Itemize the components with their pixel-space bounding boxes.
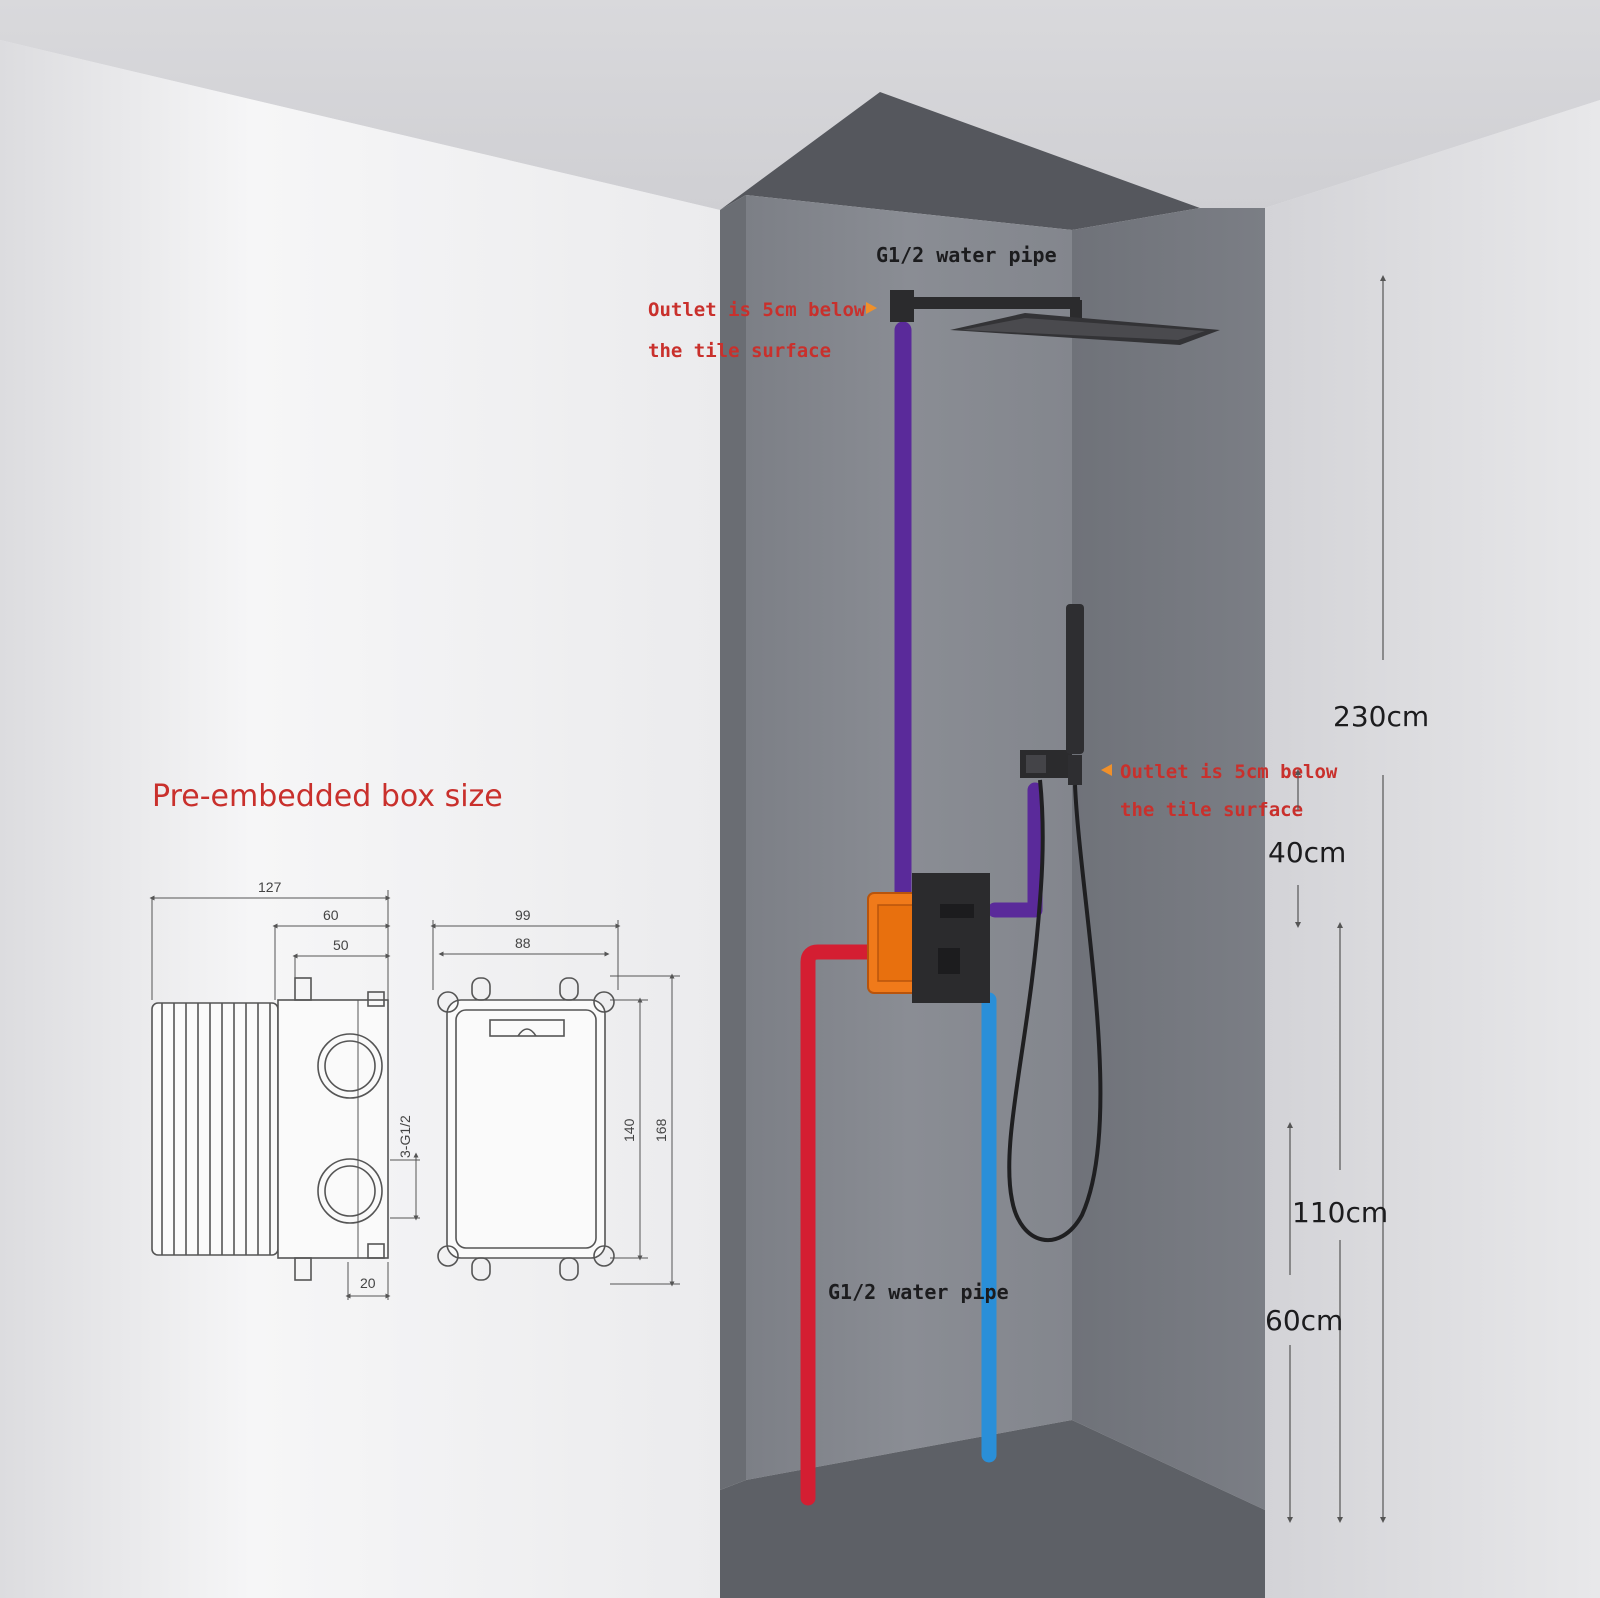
height-top-gap-label: 40cm	[1268, 836, 1346, 869]
valve-handle-bottom	[938, 948, 960, 974]
shower-arm-drop	[1070, 300, 1082, 322]
alcove-ceiling	[720, 92, 1200, 230]
annotations: G1/2 water pipe Outlet is 5cm below the …	[648, 243, 1338, 1304]
valve-trim-plate	[912, 873, 990, 1003]
left-wall	[0, 40, 720, 1598]
box-side-view	[149, 890, 420, 1300]
outlet-side-line1: Outlet is 5cm below	[1120, 761, 1338, 783]
port-top	[317, 1033, 383, 1099]
ceiling	[0, 0, 1600, 210]
right-wall	[1265, 100, 1600, 1598]
shower-arm	[910, 297, 1080, 309]
rain-shower-face	[962, 318, 1205, 340]
hot-water-pipe	[800, 944, 888, 1506]
height-mixer-label: 110cm	[1292, 1196, 1388, 1229]
height-total-label: 230cm	[1333, 700, 1429, 733]
alcove-left-return	[720, 195, 746, 1490]
top-pipe-label: G1/2 water pipe	[876, 243, 1057, 267]
shower-hose	[1007, 779, 1103, 1243]
bottom-pipe-label: G1/2 water pipe	[828, 1280, 1009, 1304]
height-base-label: 60cm	[1265, 1304, 1343, 1337]
front-slot	[489, 1019, 565, 1037]
height-labels: 230cm 40cm 110cm 60cm	[1265, 700, 1429, 1337]
front-outer	[446, 999, 606, 1259]
front-inner	[455, 1009, 597, 1249]
outlet-top-line2: the tile surface	[648, 340, 831, 362]
pipes	[800, 321, 1043, 1506]
dim-side-depth-a: 60	[323, 907, 339, 923]
box-side-dimension-labels: 127 60 50 20 3-G1/2	[258, 879, 413, 1291]
ribbed-section	[151, 1002, 279, 1256]
mixer-valve	[867, 873, 990, 1003]
outlet-side-line2: the tile surface	[1120, 799, 1303, 821]
dim-side-depth-b: 50	[333, 937, 349, 953]
alcove-side-wall	[1072, 208, 1265, 1510]
dim-side-bottom: 20	[360, 1275, 376, 1291]
outlet-side-arrow-icon	[1101, 764, 1112, 776]
dim-front-inner-height: 140	[621, 1118, 637, 1142]
dim-front-height: 168	[653, 1118, 669, 1142]
box-front-view	[430, 920, 680, 1287]
floor	[720, 1420, 1265, 1598]
hand-shower-head	[1066, 604, 1084, 754]
valve-handle-top	[940, 904, 974, 918]
outlet-top-arrow-icon	[866, 302, 877, 314]
rain-shower	[890, 290, 1220, 345]
side-body	[277, 999, 389, 1259]
dim-side-width: 127	[258, 879, 282, 895]
dim-port-thread: 3-G1/2	[397, 1115, 413, 1158]
hand-shower-grip	[1068, 755, 1082, 785]
hand-shower-holder-face	[1026, 755, 1046, 773]
box-size-title: Pre-embedded box size	[152, 779, 503, 814]
outlet-top-line1: Outlet is 5cm below	[648, 299, 866, 321]
box-front-dimension-labels: 99 88 140 168	[515, 907, 669, 1142]
handshower-supply-pipe	[987, 782, 1043, 918]
port-bottom	[317, 1158, 383, 1224]
dim-front-width: 99	[515, 907, 531, 923]
hand-shower-set	[1007, 604, 1103, 1243]
height-dimensions	[1287, 275, 1386, 1523]
dim-front-inner-width: 88	[515, 935, 531, 951]
